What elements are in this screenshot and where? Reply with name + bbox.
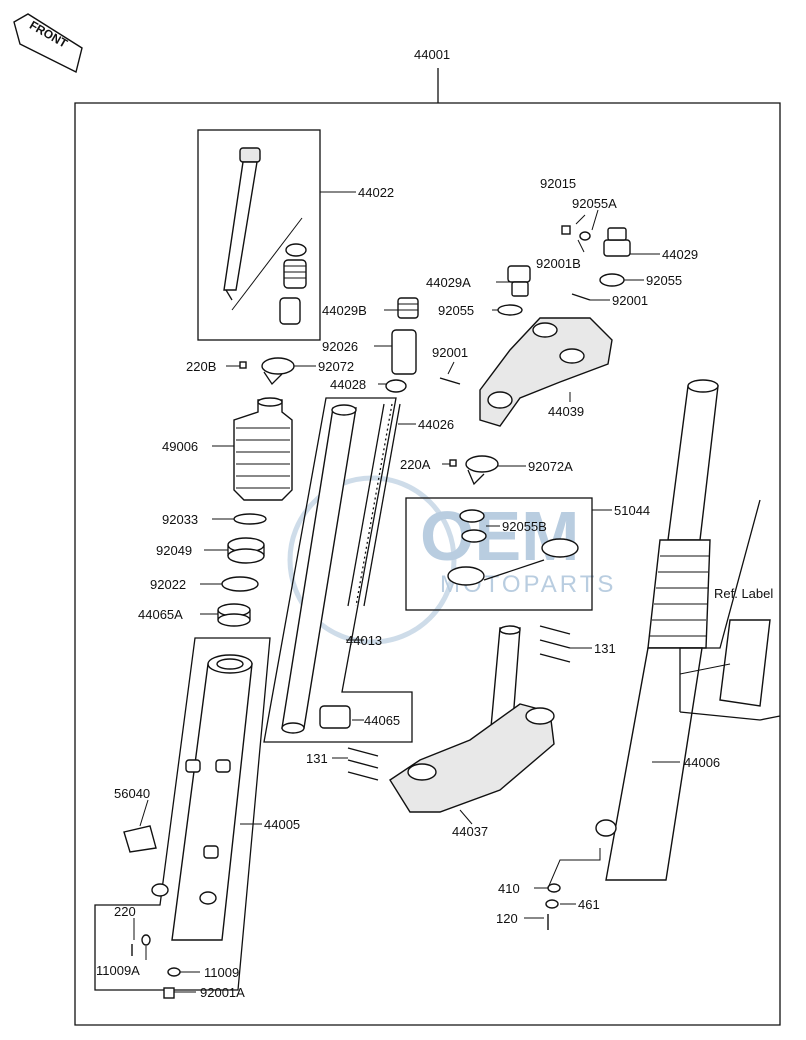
- callout-44029b: 44029B: [322, 303, 367, 318]
- label-56040: [123, 825, 157, 853]
- callout-44065: 44065: [364, 713, 400, 728]
- bolt-92015: [561, 225, 571, 235]
- callout-49006: 49006: [162, 439, 198, 454]
- callout-92001: 92001: [612, 293, 648, 308]
- bolts-131-lower: [347, 747, 379, 781]
- washer-44028: [385, 379, 407, 393]
- callout-11009: 11009: [204, 965, 239, 980]
- right-fork-assembly: [595, 379, 719, 881]
- slide-bushing: [319, 705, 351, 729]
- oring-92055: [497, 304, 523, 316]
- watermark-main: OEM: [420, 497, 579, 575]
- bolt-92001-upper: [571, 293, 591, 301]
- callout-92015: 92015: [540, 176, 576, 191]
- spacer-92026: [391, 329, 417, 375]
- callout-461: 461: [578, 897, 600, 912]
- seal-kit-parts: [447, 538, 579, 586]
- bushing-44065a: [217, 603, 251, 627]
- callout-44006: 44006: [684, 755, 720, 770]
- callout-220a: 220A: [400, 457, 431, 472]
- callout-131-b: 131: [306, 751, 328, 766]
- front-arrow-badge: FRONT: [13, 13, 83, 74]
- cap-44029a: [507, 265, 531, 297]
- callout-220: 220: [114, 904, 136, 919]
- ref-label-box: [679, 499, 781, 721]
- washer-461: [545, 899, 559, 909]
- seal-92049: [227, 537, 265, 564]
- oring-92055-b: [599, 273, 625, 287]
- damper-rod: [223, 147, 261, 301]
- spacer-44029b: [397, 297, 419, 319]
- seal-92055b-a: [459, 509, 485, 523]
- callout-92001-b: 92001: [432, 345, 468, 360]
- seal-kit-box: [405, 497, 593, 611]
- tube-box: [263, 397, 413, 743]
- washer-11009: [167, 967, 181, 977]
- clamp-92072: [239, 357, 295, 386]
- lower-bracket-44037: [389, 703, 555, 813]
- inner-tube: [281, 404, 357, 734]
- washer-11009a: [141, 934, 151, 946]
- cap-44029: [603, 227, 631, 257]
- oring-92055a: [579, 231, 591, 241]
- rubber-boot: [233, 397, 293, 501]
- callout-44065a: 44065A: [138, 607, 183, 622]
- callout-92072a: 92072A: [528, 459, 573, 474]
- callout-44028: 44028: [330, 377, 366, 392]
- fork-spring: [347, 403, 401, 607]
- damper-box: [197, 129, 321, 341]
- seal-92055b-b: [461, 529, 487, 543]
- assembly-frame: [74, 102, 781, 1026]
- clamp-92072a: [449, 455, 499, 486]
- ref-label-text: Ref. Label: [714, 586, 773, 601]
- callout-410: 410: [498, 881, 520, 896]
- callout-44013: 44013: [346, 633, 382, 648]
- callout-92072: 92072: [318, 359, 354, 374]
- bolt-92001a: [163, 987, 175, 999]
- callout-92033: 92033: [162, 512, 198, 527]
- callout-44039: 44039: [548, 404, 584, 419]
- callout-92055: 92055: [646, 273, 682, 288]
- upper-bracket: [479, 317, 613, 427]
- callout-44001: 44001: [414, 47, 450, 62]
- callout-120: 120: [496, 911, 518, 926]
- outer-tube-box: [94, 637, 271, 991]
- callout-44037: 44037: [452, 824, 488, 839]
- callout-11009a: 11009A: [96, 963, 140, 978]
- callout-51044: 51044: [614, 503, 650, 518]
- callout-labels: 44001 44022 92015 92055A 44029 92001B 92…: [96, 47, 773, 1000]
- callout-92022: 92022: [150, 577, 186, 592]
- clip-92033: [233, 513, 267, 525]
- callout-92055a: 92055A: [572, 196, 617, 211]
- washer-410: [547, 883, 561, 893]
- callout-44029: 44029: [662, 247, 698, 262]
- callout-44022: 44022: [358, 185, 394, 200]
- washer-92022: [221, 576, 259, 592]
- callout-92049: 92049: [156, 543, 192, 558]
- callout-44029a: 44029A: [426, 275, 471, 290]
- callout-92055-b: 92055: [438, 303, 474, 318]
- outer-tube-44005: [151, 654, 253, 941]
- bolts-131-upper: [539, 625, 571, 663]
- damper-parts: [279, 243, 307, 325]
- callout-44026: 44026: [418, 417, 454, 432]
- callout-56040: 56040: [114, 786, 150, 801]
- callout-92001b: 92001B: [536, 256, 581, 271]
- callout-92055b: 92055B: [502, 519, 547, 534]
- callout-92001a: 92001A: [200, 985, 245, 1000]
- callout-220b: 220B: [186, 359, 216, 374]
- callout-131: 131: [594, 641, 616, 656]
- leader-lines: [133, 191, 731, 993]
- callout-92026: 92026: [322, 339, 358, 354]
- callout-44005: 44005: [264, 817, 300, 832]
- ref-label-sticker: [719, 619, 771, 707]
- bolt-92001-side: [439, 377, 461, 385]
